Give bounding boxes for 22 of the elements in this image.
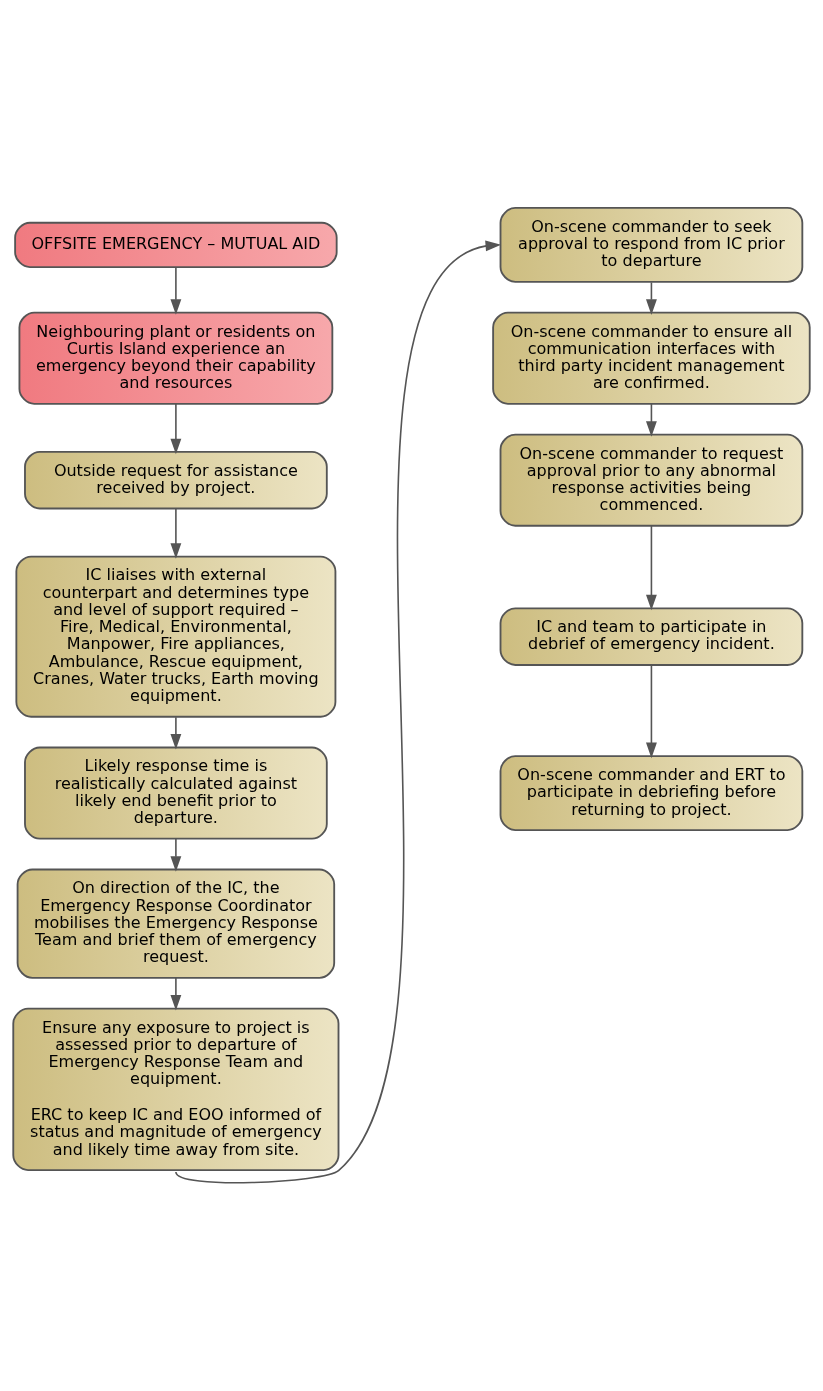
arrow (170, 266, 182, 315)
node-box: Outside request for assistance received by project. (24, 450, 328, 510)
arrow (175, 240, 502, 1184)
node-box: IC liaises with external counterpart and determines type and level of support required – Fire, Medical, Environmental, Manpower, Fire appliances, Ambulance, Rescue equipment, Cranes, Water trucks, Earth moving equipment. (15, 555, 337, 718)
node-box: Likely response time is realistically calculated against likely end benefit prior to departure. (24, 746, 328, 840)
arrow (170, 838, 182, 872)
node-box: IC and team to participate in debrief of emergency incident. (499, 607, 804, 666)
arrow (170, 507, 182, 559)
node-box: On-scene commander and ERT to participate in debriefing before returning to project. (499, 755, 804, 831)
arrow (646, 525, 657, 611)
arrow (170, 716, 182, 750)
node-box: Ensure any exposure to project is assessed prior to departure of Emergency Response Team and equipment. ERC to keep IC and EOO informed of status and magnitude of emergency and likely time away from site. (12, 1007, 340, 1171)
arrow (646, 664, 657, 759)
node-box: On-scene commander to request approval prior to any abnormal response activities being commenced. (499, 433, 804, 527)
node-box: On direction of the IC, the Emergency Response Coordinator mobilises the Emergency Response Team and brief them of emergency request. (16, 868, 336, 979)
node-box: On-scene commander to ensure all communication interfaces with third party incident management are confirmed. (492, 311, 811, 405)
node-box: On-scene commander to seek approval to respond from IC prior to departure (499, 207, 804, 283)
node-box: OFFSITE EMERGENCY – MUTUAL AID (14, 221, 338, 268)
arrow (170, 403, 182, 455)
arrow (646, 403, 657, 437)
node-box: Neighbouring plant or residents on Curtis Island experience an emergency beyond their capability and resources (18, 311, 334, 405)
arrow (170, 977, 182, 1011)
